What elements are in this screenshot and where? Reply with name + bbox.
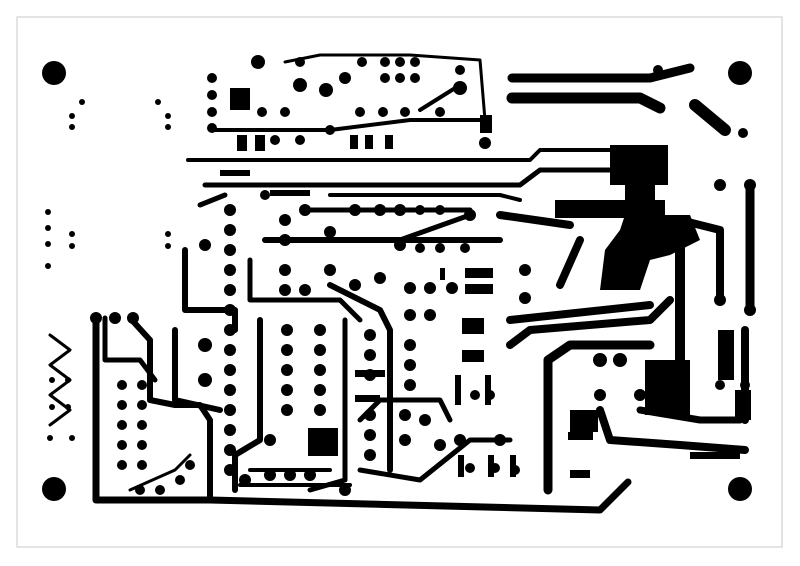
header-top-left <box>90 312 139 324</box>
trace-upper-bus <box>186 148 622 162</box>
trace-power-right-2 <box>506 296 674 349</box>
upper-middle-pads <box>207 55 491 149</box>
mounting-holes <box>42 61 752 501</box>
test-points <box>45 99 171 441</box>
mounting-hole-top-left <box>42 61 66 85</box>
mounting-hole-top-right <box>728 61 752 85</box>
trace-mid-3 <box>247 257 363 323</box>
pour-small-5 <box>462 350 484 362</box>
trace-upper-bus-2 <box>202 167 613 188</box>
pour-small-3 <box>480 115 492 133</box>
pour-lower-right <box>645 360 690 415</box>
regulator-tab <box>610 145 668 185</box>
trace-diag-mid-2 <box>556 236 584 289</box>
pour-center-block <box>555 200 665 218</box>
trace-upper-bus-3 <box>328 193 522 202</box>
mounting-hole-bottom-left <box>42 477 66 501</box>
ic-column-left <box>198 204 236 476</box>
trace-rising <box>397 212 473 243</box>
pour-small-2 <box>230 88 250 110</box>
trace-top-loop <box>283 53 487 122</box>
trace-bottom-right <box>596 406 749 454</box>
trace-mid-vert-1 <box>182 247 238 333</box>
pour-small-9 <box>735 390 751 420</box>
trace-diag-right <box>689 99 731 136</box>
mounting-hole-bottom-right <box>728 477 752 501</box>
pads <box>45 55 756 496</box>
pour-pad-block-2 <box>568 432 593 440</box>
smd-pads <box>220 135 740 478</box>
trace-left-conn <box>102 315 158 383</box>
pour-small-6 <box>465 268 493 278</box>
trace-left-inner <box>127 315 213 503</box>
pour-pad-block-1 <box>570 410 598 432</box>
trace-bottom-left-short <box>128 453 192 492</box>
header-left-a <box>117 380 195 495</box>
center-row-pads <box>260 190 476 296</box>
pour-small-4 <box>462 318 484 334</box>
pour-small-8 <box>718 330 734 380</box>
pour-small-7 <box>465 284 493 294</box>
ic-column-middle <box>239 324 351 496</box>
copper-pours <box>230 88 751 456</box>
pour-small-1 <box>308 428 338 456</box>
trace-diag-mid <box>496 211 574 229</box>
trace-diag-left <box>197 192 228 208</box>
trace-power-right <box>543 340 655 495</box>
trace-mid-vert-2 <box>172 327 223 413</box>
trace-power-right-3 <box>506 301 654 324</box>
trace-ground-loop <box>92 314 632 514</box>
ic-column-right-mid <box>364 309 506 461</box>
trace-top-right-bus <box>507 63 695 83</box>
board-outline <box>16 16 783 548</box>
trace-top-rail <box>213 118 482 132</box>
trace-lower-2 <box>357 437 513 483</box>
trace-top-right-bus-2 <box>506 92 666 114</box>
